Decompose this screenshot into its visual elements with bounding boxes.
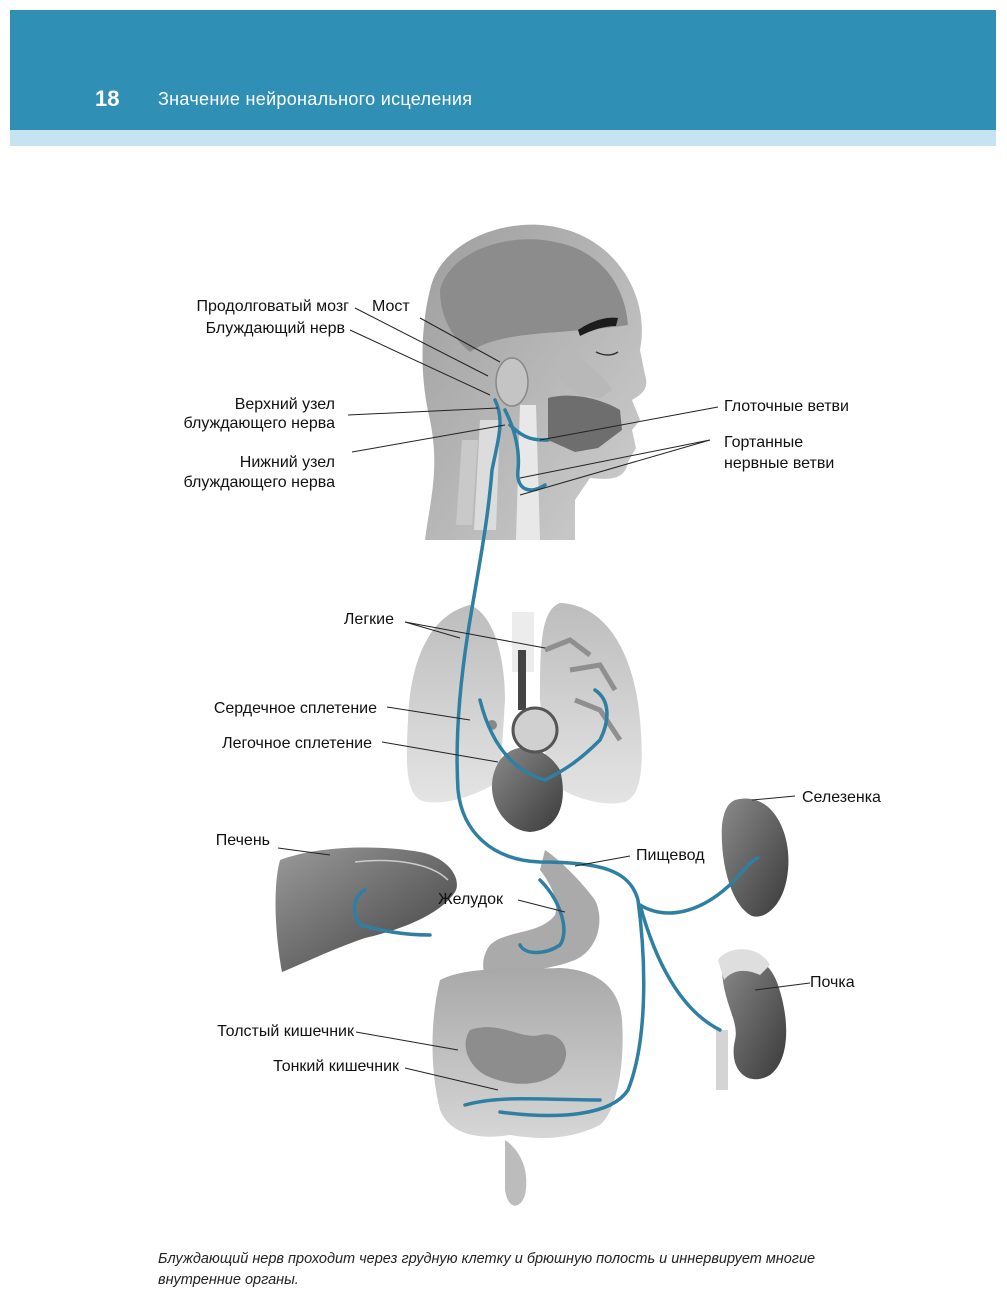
- heart: [487, 706, 563, 832]
- label-small-intestine: Тонкий кишечник: [273, 1058, 399, 1075]
- chapter-title: Значение нейронального исцеления: [158, 89, 473, 109]
- label-lungs: Легкие: [343, 611, 394, 628]
- label-superior-ganglion-2: блуждающего нерва: [183, 415, 335, 432]
- vagus-nerve: [352, 398, 760, 1118]
- label-large-intestine: Толстый кишечник: [217, 1023, 354, 1040]
- kidney: [716, 949, 787, 1090]
- liver: [275, 847, 457, 972]
- label-liver: Печень: [215, 832, 270, 849]
- label-laryngeal-1: Гортанные: [724, 434, 804, 451]
- header-bar: [10, 10, 996, 130]
- label-inferior-ganglion-2: блуждающего нерва: [183, 474, 335, 491]
- figure-caption: Блуждающий нерв проходит через грудную к…: [158, 1251, 816, 1288]
- label-kidney: Почка: [810, 974, 855, 991]
- lungs: [406, 603, 642, 804]
- label-stomach: Желудок: [438, 891, 503, 908]
- page-number: 18: [95, 86, 120, 111]
- label-pulmonary-plexus: Легочное сплетение: [222, 735, 372, 752]
- label-pharyngeal-branches: Глоточные ветви: [724, 398, 849, 415]
- digestive-organs: [432, 850, 623, 1206]
- label-spleen: Селезенка: [802, 789, 881, 806]
- label-pons: Мост: [372, 298, 410, 315]
- label-inferior-ganglion-1: Нижний узел: [239, 454, 335, 471]
- label-vagus-nerve: Блуждающий нерв: [205, 320, 345, 337]
- header-stripe: [10, 130, 996, 146]
- label-laryngeal-2: нервные ветви: [724, 455, 835, 472]
- head: [422, 224, 647, 540]
- label-medulla: Продолговатый мозг: [196, 298, 349, 315]
- leader-lines: [277, 307, 811, 1091]
- label-superior-ganglion-1: Верхний узел: [234, 396, 335, 413]
- label-cardiac-plexus: Сердечное сплетение: [213, 700, 377, 717]
- label-esophagus: Пищевод: [636, 847, 705, 864]
